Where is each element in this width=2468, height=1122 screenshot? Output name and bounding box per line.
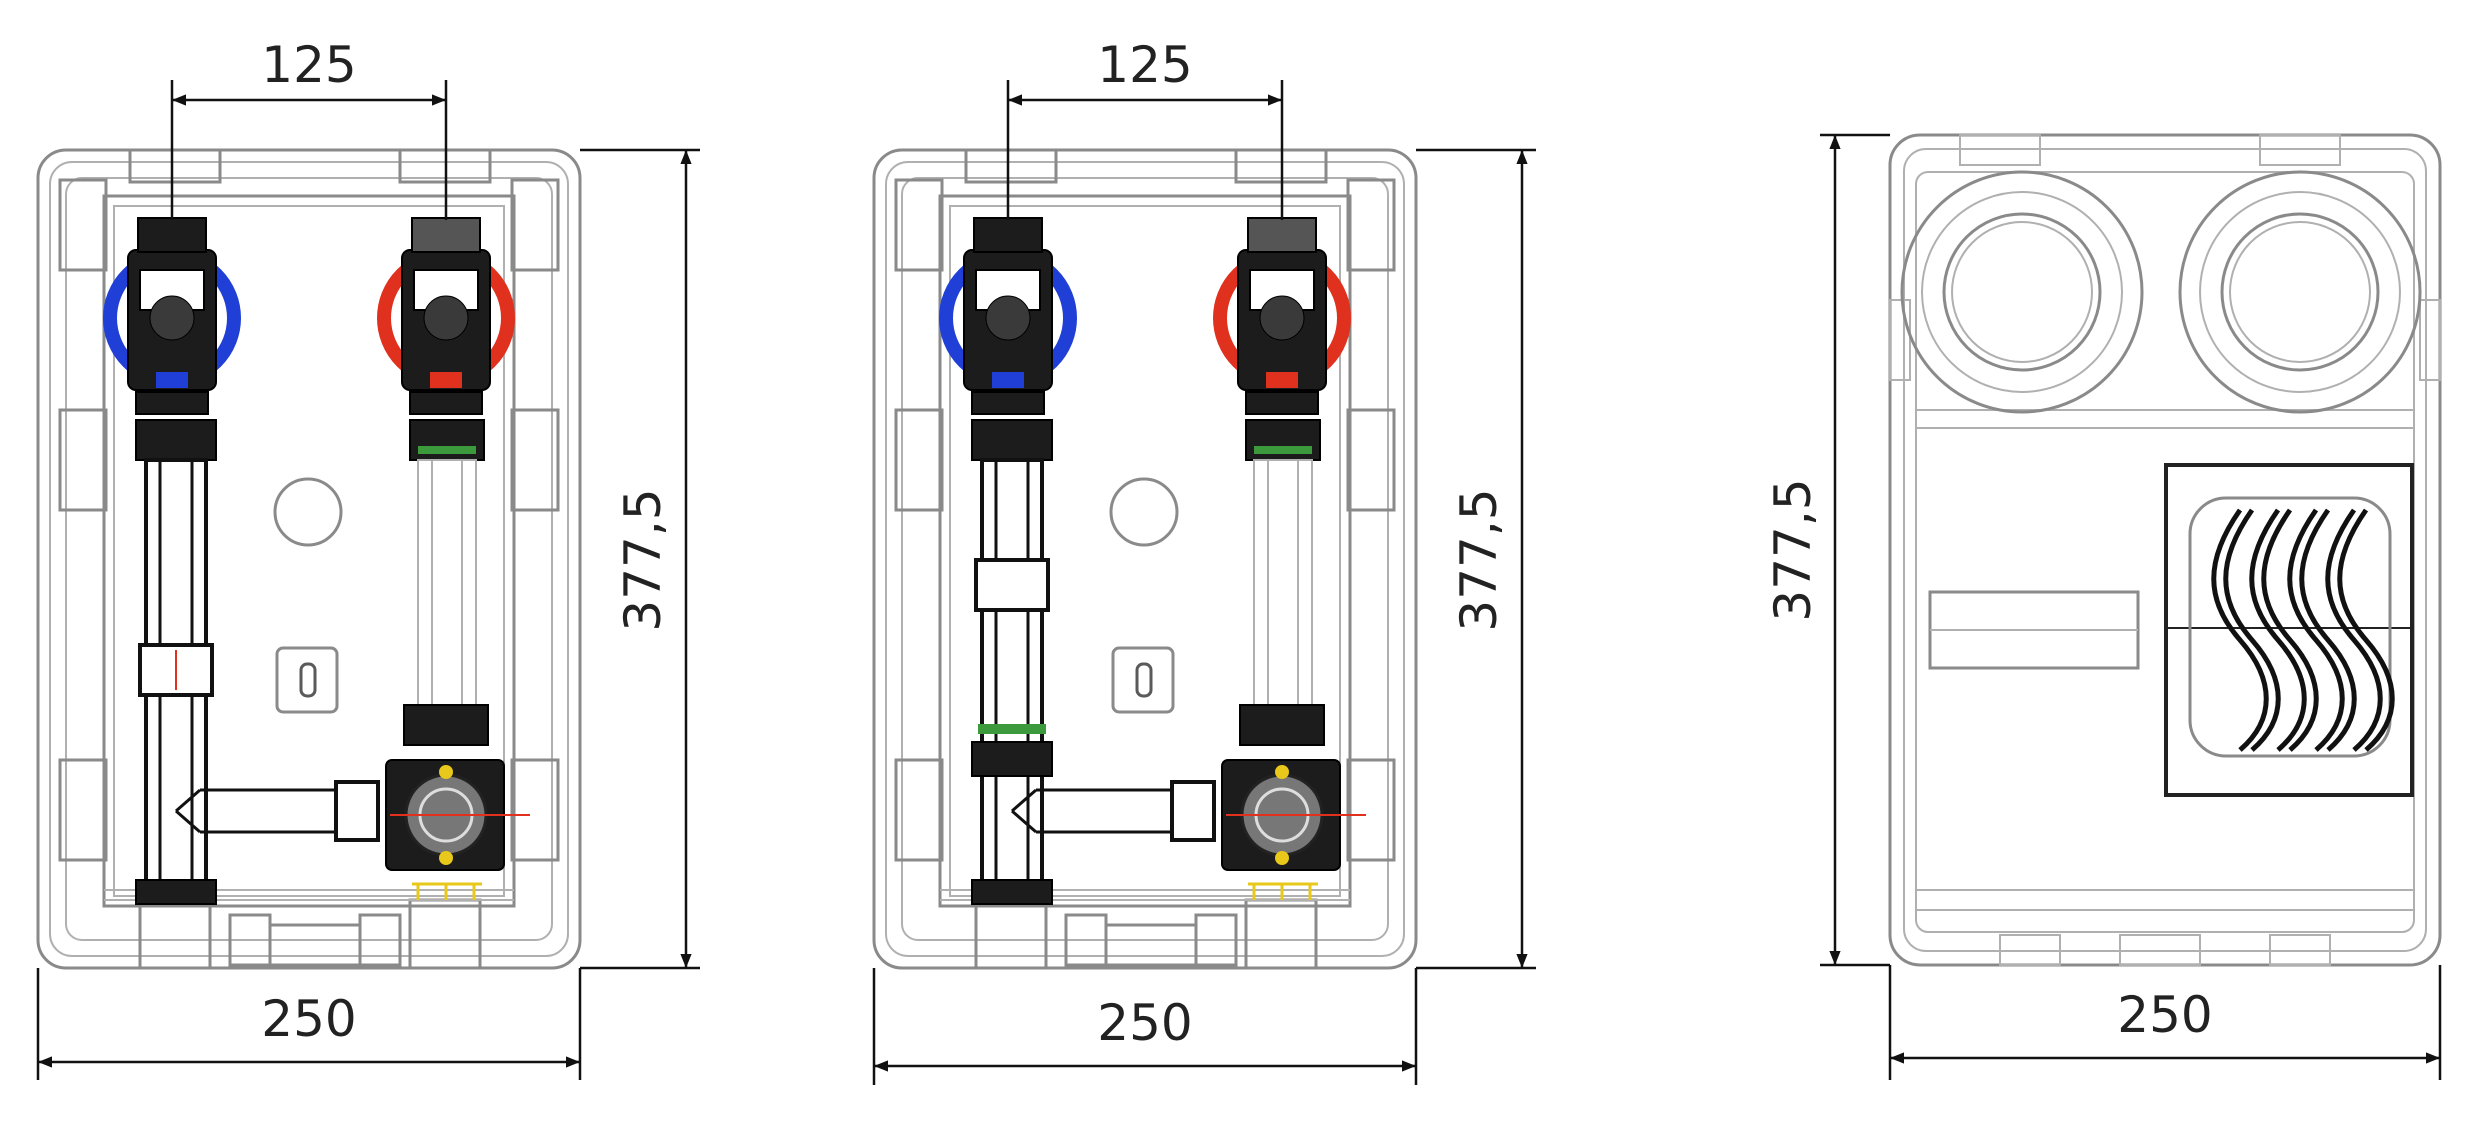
view-front-middle: 125 377,5 250 xyxy=(872,36,1536,1085)
dimension-height: 377,5 xyxy=(1416,148,1536,970)
dimension-spacing: 125 xyxy=(1006,36,1284,220)
hot-pipe xyxy=(1239,419,1325,746)
width-label: 250 xyxy=(261,990,356,1048)
cold-valve xyxy=(939,217,1077,415)
housing-outline xyxy=(36,148,582,970)
dimension-width: 250 xyxy=(872,968,1418,1085)
mixing-valve xyxy=(175,759,530,900)
view-cover: 377,5 250 xyxy=(1764,133,2442,1080)
height-label: 377,5 xyxy=(1450,488,1508,631)
view-front-left: 125 377,5 250 xyxy=(36,36,700,1080)
hot-valve xyxy=(377,217,515,415)
dimension-width: 250 xyxy=(1888,965,2442,1080)
dimension-height: 377,5 xyxy=(1764,133,1890,967)
heating-window xyxy=(2164,463,2414,797)
hot-valve xyxy=(1213,217,1351,415)
height-label: 377,5 xyxy=(614,488,672,631)
dimension-spacing: 125 xyxy=(170,36,448,220)
width-label: 250 xyxy=(1097,994,1192,1052)
height-label: 377,5 xyxy=(1764,478,1822,621)
hot-pipe xyxy=(403,419,489,746)
heating-waves-icon xyxy=(2211,508,2395,752)
mounting-hole xyxy=(273,477,343,547)
width-label: 250 xyxy=(2117,986,2212,1044)
mounting-slot xyxy=(1111,646,1175,714)
dimension-height: 377,5 xyxy=(580,148,700,970)
cover-port-left xyxy=(1900,170,2144,414)
mounting-hole xyxy=(1109,477,1179,547)
dimension-width: 250 xyxy=(36,968,582,1080)
spacing-label: 125 xyxy=(261,36,356,94)
cover-port-right xyxy=(2178,170,2422,414)
spacing-label: 125 xyxy=(1097,36,1192,94)
cold-pipe xyxy=(971,419,1053,905)
mounting-slot xyxy=(275,646,339,714)
label-field xyxy=(1928,590,2140,670)
cold-valve xyxy=(103,217,241,415)
housing-outline xyxy=(872,148,1418,970)
cold-pipe xyxy=(135,419,217,905)
mixing-valve xyxy=(1011,759,1366,900)
